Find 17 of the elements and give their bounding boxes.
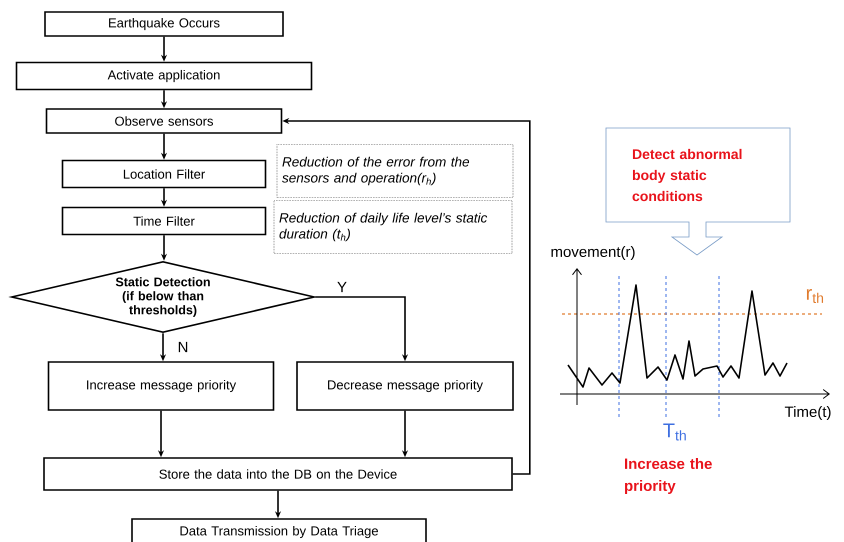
- process-box: Location Filter: [62, 160, 266, 188]
- axis-label: T$_{th}$: [663, 424, 686, 440]
- axis-label: Time(t): [784, 406, 831, 420]
- process-box: Store the data into the DB on the Device: [43, 457, 513, 491]
- note-box: Reduction of the error from the sensors and operation(r$_{h}$): [276, 144, 514, 198]
- edge-label: N: [176, 340, 190, 354]
- process-box: Increase message priority: [48, 361, 274, 411]
- edge-label: Y: [336, 280, 348, 294]
- process-box: Earthquake Occurs: [44, 11, 284, 37]
- process-box: Activate application: [16, 62, 312, 90]
- process-box: Decrease message priority: [296, 361, 514, 411]
- process-box: Data Transmission by Data Triage: [131, 518, 427, 542]
- axis-label: r$_{th}$: [806, 289, 824, 303]
- axis-label: Increase the priority: [625, 458, 712, 494]
- note-box: Reduction of daily life level’s static duration (t$_{h}$): [274, 200, 512, 254]
- process-box: Time Filter: [62, 206, 266, 236]
- process-box: Observe sensors: [46, 108, 282, 134]
